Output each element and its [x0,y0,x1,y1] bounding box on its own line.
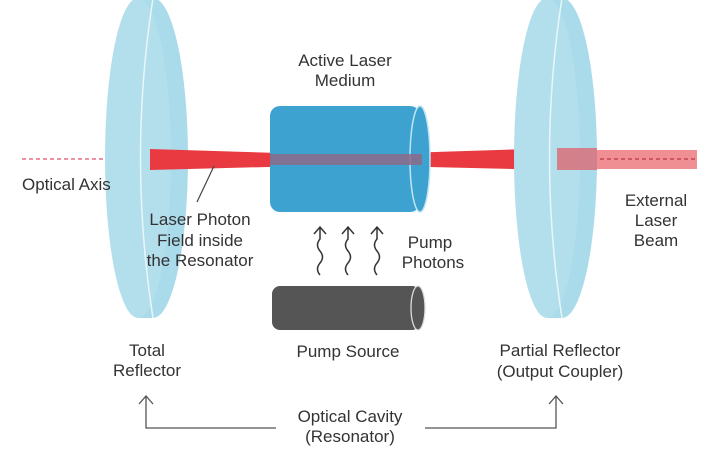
beam-through-coupler [557,148,597,170]
active-laser-medium [270,105,431,213]
label-optical-axis: Optical Axis [22,175,111,194]
label-photon-field-2: Field inside [157,231,243,250]
pump-photon-arrows [313,225,384,276]
label-active-medium-1: Active Laser [298,51,392,70]
label-optical-cavity-2: (Resonator) [305,427,395,446]
pump-source [272,285,426,331]
label-optical-cavity-1: Optical Cavity [298,407,403,426]
label-pump-photons-1: Pump [408,233,452,252]
external-laser-beam [597,150,697,169]
optical-cavity-bracket [138,395,564,429]
label-active-medium-2: Medium [315,71,375,90]
label-photon-field-3: the Resonator [147,251,254,270]
label-total-reflector-1: Total [129,341,165,360]
label-partial-reflector-2: (Output Coupler) [497,362,624,381]
label-total-reflector-2: Reflector [113,361,181,380]
label-external-beam-3: Beam [634,231,678,250]
label-pump-photons-2: Photons [402,253,464,272]
label-partial-reflector-1: Partial Reflector [500,341,621,360]
label-photon-field-1: Laser Photon [149,210,250,229]
label-external-beam-2: Laser [635,211,678,230]
label-pump-source: Pump Source [297,342,400,361]
photon-field-leader [196,165,215,203]
label-external-beam-1: External [625,191,687,210]
